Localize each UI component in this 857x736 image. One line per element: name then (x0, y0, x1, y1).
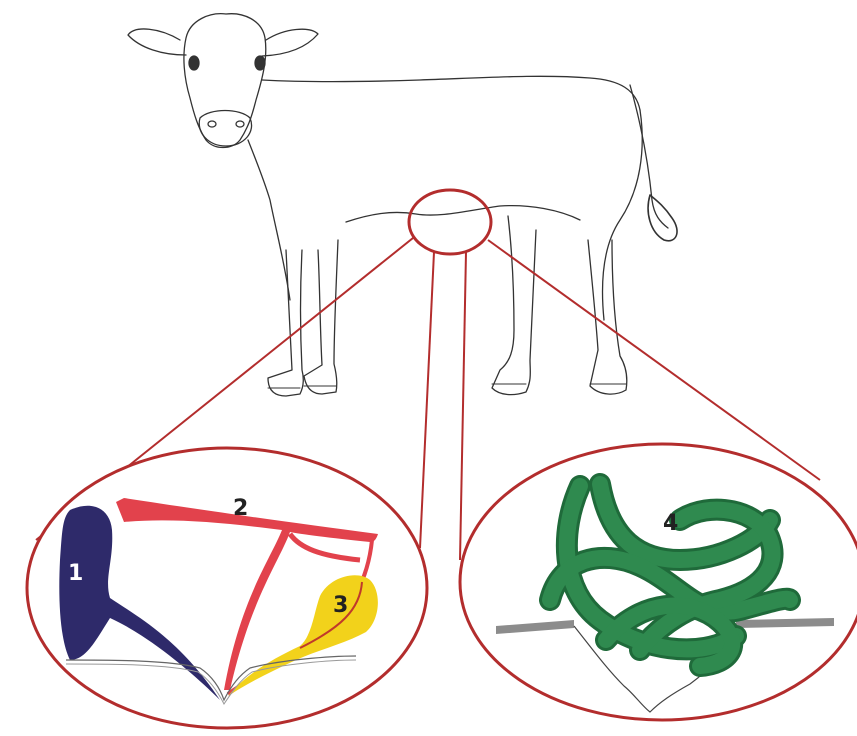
calf-left-nostril (208, 121, 216, 127)
calf-right-nostril (236, 121, 244, 127)
calf-right-ear (262, 29, 318, 56)
label-4: 4 (663, 511, 678, 536)
calf-drawing (128, 14, 677, 396)
calf-head (184, 14, 266, 148)
calf-front-leg-2 (304, 240, 338, 394)
umbilicus-highlight-circle (409, 190, 491, 254)
calf-left-ear (128, 29, 186, 55)
connector-mid-right (460, 252, 466, 560)
connector-mid-left (420, 252, 434, 548)
label-2: 2 (233, 496, 248, 521)
calf-belly (346, 206, 580, 222)
calf-right-eye (255, 56, 265, 70)
calf-hooves (268, 384, 626, 388)
calf-chest (248, 140, 290, 300)
calf-hind-leg-1 (492, 216, 536, 395)
calf-left-eye (189, 56, 199, 70)
label-1: 1 (68, 561, 83, 586)
calf-back-line (262, 76, 640, 110)
label-3: 3 (333, 593, 348, 618)
calf-hindquarter (603, 110, 643, 320)
